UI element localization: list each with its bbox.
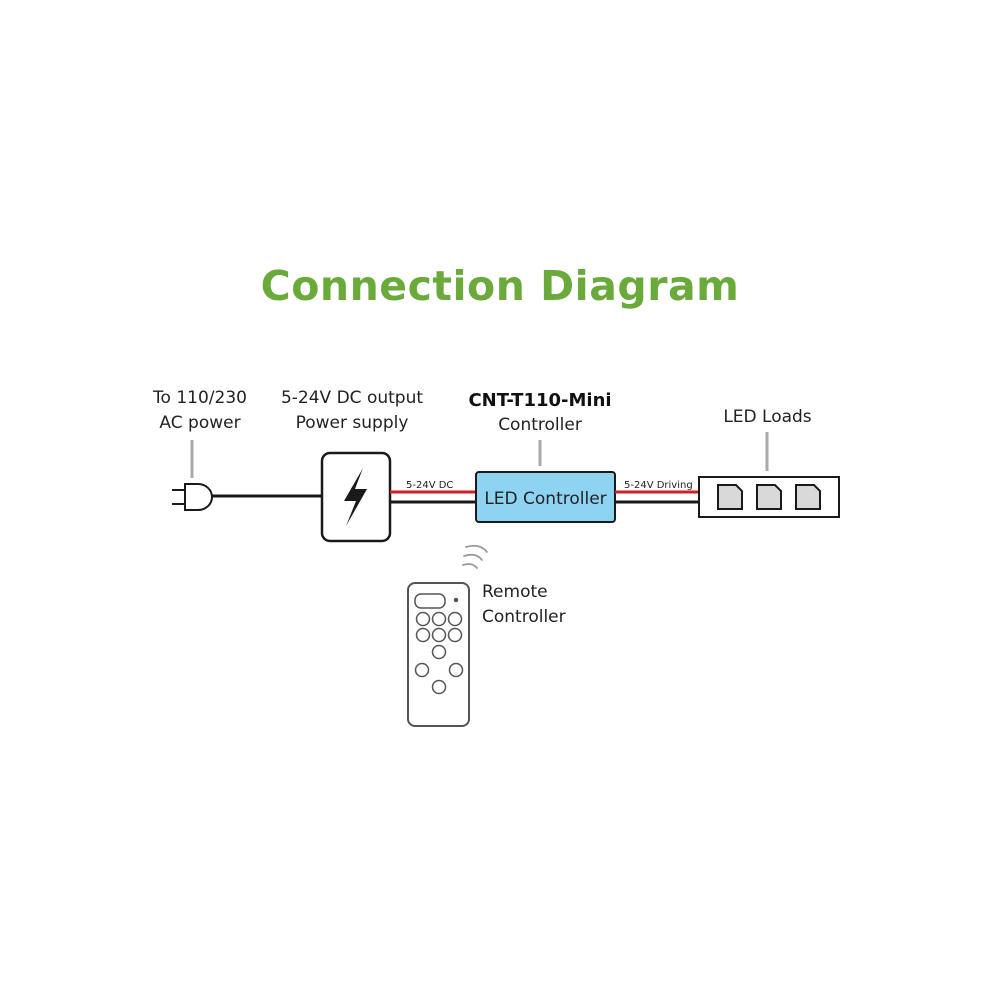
- led-chip-3: [795, 484, 821, 510]
- diagram-title: Connection Diagram: [260, 262, 740, 310]
- ac-power-label-line1: To 110/230: [153, 388, 247, 408]
- remote-button: [431, 611, 447, 627]
- remote-button: [447, 627, 463, 643]
- led-chip-2: [756, 484, 782, 510]
- led-controller-box-label: LED Controller: [484, 489, 606, 509]
- controller-caption-label: Controller: [498, 415, 582, 435]
- controller-label: CNT-T110-Mini Controller: [450, 388, 630, 438]
- remote-button: [431, 644, 447, 660]
- remote-button: [448, 662, 464, 678]
- ac-power-label-line2: AC power: [159, 413, 241, 433]
- ac-power-label: To 110/230 AC power: [130, 386, 270, 436]
- remote-icon: [407, 582, 470, 727]
- dc-wire-label: 5-24V DC: [406, 480, 453, 491]
- driving-wire-label: 5-24V Driving: [624, 480, 693, 491]
- remote-label-line1: Remote: [482, 582, 548, 602]
- led-strip: [698, 476, 840, 518]
- led-loads-label: LED Loads: [723, 407, 812, 427]
- wireless-signal-icon: [462, 544, 488, 569]
- remote-button: [431, 627, 447, 643]
- power-supply-label-line1: 5-24V DC output: [280, 388, 424, 408]
- remote-button: [431, 679, 447, 695]
- remote-label-line2: Controller: [482, 607, 566, 627]
- driving-wire-controller-to-led: [615, 490, 699, 504]
- lightning-bolt-icon: [344, 468, 367, 526]
- remote-led-dot: [453, 597, 459, 603]
- remote-display: [414, 593, 446, 609]
- remote-button: [447, 611, 463, 627]
- power-supply-label: 5-24V DC output Power supply: [262, 386, 442, 436]
- power-supply-label-line2: Power supply: [295, 413, 409, 433]
- remote-controller-label: Remote Controller: [482, 580, 602, 630]
- controller-model-label: CNT-T110-Mini: [468, 390, 612, 411]
- led-controller-box: [475, 471, 616, 523]
- remote-button: [414, 662, 430, 678]
- remote-button: [415, 611, 431, 627]
- plug-icon: [172, 483, 213, 511]
- remote-button: [415, 627, 431, 643]
- dc-wire-psu-to-controller: [390, 490, 476, 504]
- led-chip-1: [717, 484, 743, 510]
